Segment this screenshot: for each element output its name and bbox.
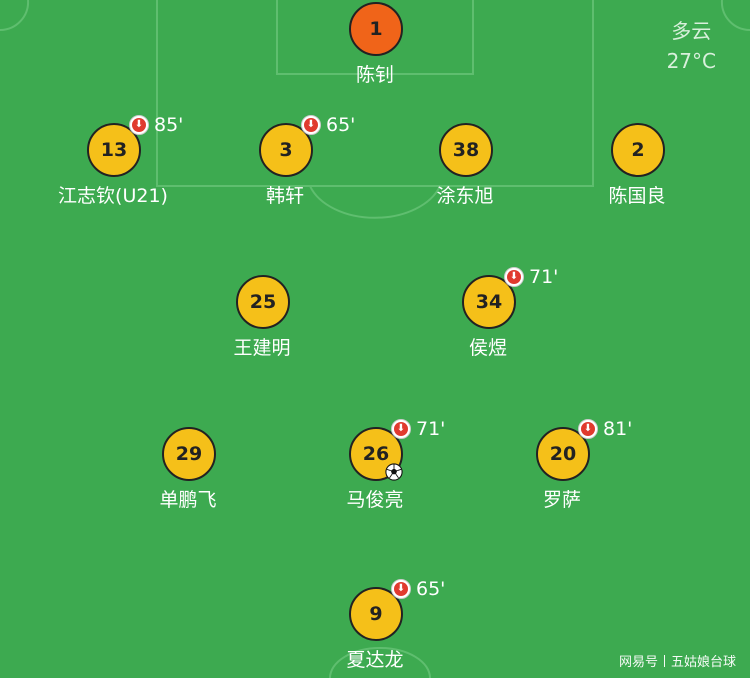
sub-off-icon: ⬇ xyxy=(391,579,411,599)
sub-minute: 65' xyxy=(326,114,356,136)
watermark-source: 网易号 xyxy=(618,655,658,670)
player-name: 侯煜 xyxy=(468,337,507,359)
shirt-number: 38 xyxy=(439,123,493,177)
sub-minute: 65' xyxy=(416,578,446,600)
sub-off-icon: ⬇ xyxy=(301,115,321,135)
penalty-box xyxy=(156,0,594,187)
goal-area xyxy=(276,0,474,75)
substitution-indicator: ⬇ 65' xyxy=(301,114,355,136)
player-name: 江志钦(U21) xyxy=(58,185,168,207)
player-name: 陈钊 xyxy=(355,64,394,86)
sub-minute: 71' xyxy=(416,418,446,440)
watermark-divider xyxy=(663,654,665,667)
player-name: 涂东旭 xyxy=(436,185,494,207)
substitution-indicator: ⬇ 81' xyxy=(578,418,632,440)
shirt-number: 3 xyxy=(259,123,313,177)
substitution-indicator: ⬇ 71' xyxy=(391,418,445,440)
player-name: 王建明 xyxy=(233,337,291,359)
weather-info: 多云 27°C xyxy=(667,16,716,76)
substitution-indicator: ⬇ 85' xyxy=(129,114,183,136)
sub-off-icon: ⬇ xyxy=(504,267,524,287)
substitution-indicator: ⬇ 71' xyxy=(504,266,558,288)
player-name: 夏达龙 xyxy=(346,649,404,671)
center-circle xyxy=(329,647,431,678)
weather-condition: 多云 xyxy=(671,19,712,43)
player-name: 陈国良 xyxy=(608,185,666,207)
substitution-indicator: ⬇ 65' xyxy=(391,578,445,600)
shirt-number: 25 xyxy=(236,275,290,329)
goal-ball-icon xyxy=(385,463,403,481)
shirt-number: 29 xyxy=(162,427,216,481)
shirt-number: 2 xyxy=(611,123,665,177)
player-name: 单鹏飞 xyxy=(159,489,217,511)
corner-arc-right xyxy=(720,0,750,32)
sub-minute: 81' xyxy=(603,418,633,440)
sub-minute: 85' xyxy=(154,114,184,136)
sub-off-icon: ⬇ xyxy=(129,115,149,135)
corner-arc-left xyxy=(0,0,30,32)
watermark-author: 五姑娘台球 xyxy=(670,655,736,670)
watermark: 网易号 五姑娘台球 xyxy=(619,651,736,670)
sub-off-icon: ⬇ xyxy=(578,419,598,439)
shirt-number: 1 xyxy=(349,2,403,56)
penalty-arc xyxy=(309,185,441,219)
weather-temperature: 27°C xyxy=(666,49,716,73)
player-name: 韩轩 xyxy=(265,185,304,207)
player-name: 马俊亮 xyxy=(346,489,404,511)
sub-off-icon: ⬇ xyxy=(391,419,411,439)
sub-minute: 71' xyxy=(529,266,559,288)
player-name: 罗萨 xyxy=(542,489,581,511)
